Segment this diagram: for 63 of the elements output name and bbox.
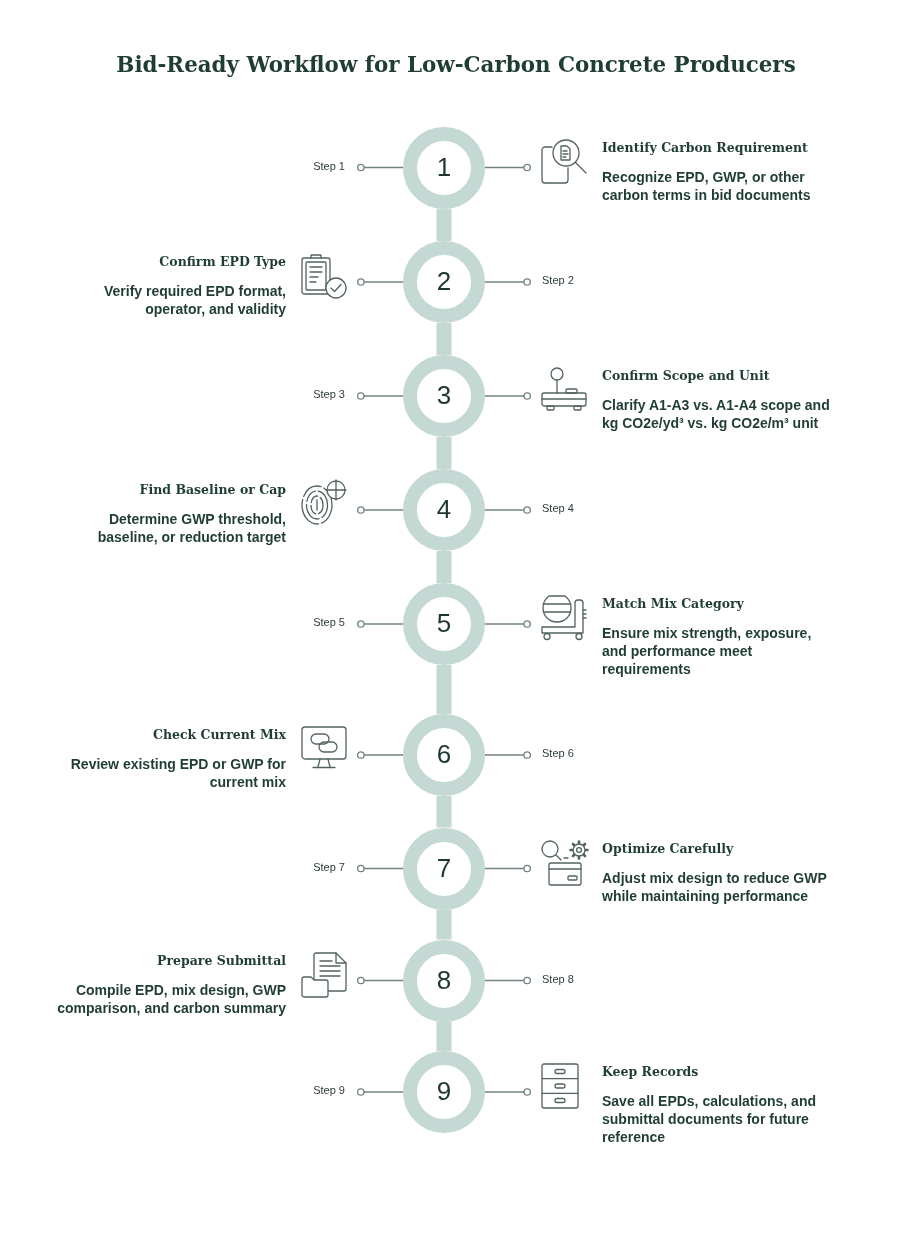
step-description: Save all EPDs, calculations, and submittal documents for future reference <box>602 1092 817 1146</box>
connector-line <box>484 1088 532 1096</box>
step-number: 5 <box>436 608 452 637</box>
step-label: Step 6 <box>542 746 574 761</box>
timeline-bar <box>436 323 452 355</box>
step-heading: Check Current Mix <box>152 726 286 744</box>
connector-line <box>484 976 532 985</box>
step-description: Clarify A1-A3 vs. A1-A4 scope and kg CO2e/yd³ vs. kg CO2e/m³ unit <box>602 396 831 432</box>
step-heading: Match Mix Category <box>602 595 744 613</box>
step-label: Step 4 <box>542 501 574 516</box>
step-heading: Prepare Submittal <box>157 951 286 970</box>
timeline-bar <box>436 437 452 469</box>
step-number: 7 <box>436 853 452 882</box>
connector-line <box>484 620 532 628</box>
step-heading: Keep Records <box>602 1063 699 1081</box>
connector-line <box>356 506 404 514</box>
step-number: 4 <box>436 494 452 523</box>
step-description: Review existing EPD or GWP for current mix <box>69 755 286 791</box>
timeline-bar <box>436 796 452 828</box>
connector-line <box>356 392 404 400</box>
connector-line <box>484 392 532 400</box>
connector-line <box>356 976 404 985</box>
connector-line <box>356 1088 404 1096</box>
timeline-bar <box>436 1021 452 1051</box>
step-heading: Identify Carbon Requirement <box>602 138 808 157</box>
step-description: Determine GWP threshold, baseline, or reduction target <box>96 510 286 546</box>
step-label: Step 7 <box>313 859 345 875</box>
timeline-bar <box>436 208 452 241</box>
step-label: Step 5 <box>313 615 345 630</box>
step-description: Verify required EPD format, operator, and validity <box>102 282 286 318</box>
connector-line <box>484 864 532 873</box>
step-heading: Confirm Scope and Unit <box>602 367 770 385</box>
step-heading: Find Baseline or Cap <box>139 481 286 499</box>
step-description: Recognize EPD, GWP, or other carbon terms in bid documents <box>602 167 812 204</box>
timeline-bar <box>436 909 452 940</box>
step-number: 1 <box>436 152 452 181</box>
diagram-title: Bid-Ready Workflow for Low-Carbon Concrete Producers <box>116 51 796 79</box>
connector-line <box>484 506 532 514</box>
connector-line <box>356 620 404 628</box>
step-label: Step 8 <box>542 971 574 987</box>
connector-line <box>484 751 532 759</box>
step-label: Step 2 <box>542 273 574 288</box>
step-heading: Confirm EPD Type <box>159 253 286 271</box>
step-description: Adjust mix design to reduce GWP while maintaining performance <box>602 868 828 905</box>
step-description: Ensure mix strength, exposure, and performance meet requirements <box>602 624 813 678</box>
connector-line <box>356 864 404 873</box>
step-number: 2 <box>436 266 452 295</box>
connector-line <box>484 278 532 286</box>
connector-line <box>484 163 532 172</box>
step-label: Step 1 <box>313 158 345 174</box>
step-heading: Optimize Carefully <box>602 839 734 858</box>
connector-line <box>356 163 404 172</box>
timeline-bar <box>436 551 452 583</box>
connector-line <box>356 278 404 286</box>
step-description: Compile EPD, mix design, GWP comparison, and carbon summary <box>56 980 286 1017</box>
step-label: Step 3 <box>313 387 345 402</box>
step-number: 8 <box>436 965 452 994</box>
step-number: 3 <box>436 380 452 409</box>
connector-line <box>356 751 404 759</box>
step-number: 9 <box>436 1076 452 1105</box>
timeline-bar <box>436 665 452 714</box>
step-label: Step 9 <box>313 1083 345 1098</box>
step-number: 6 <box>436 739 452 768</box>
